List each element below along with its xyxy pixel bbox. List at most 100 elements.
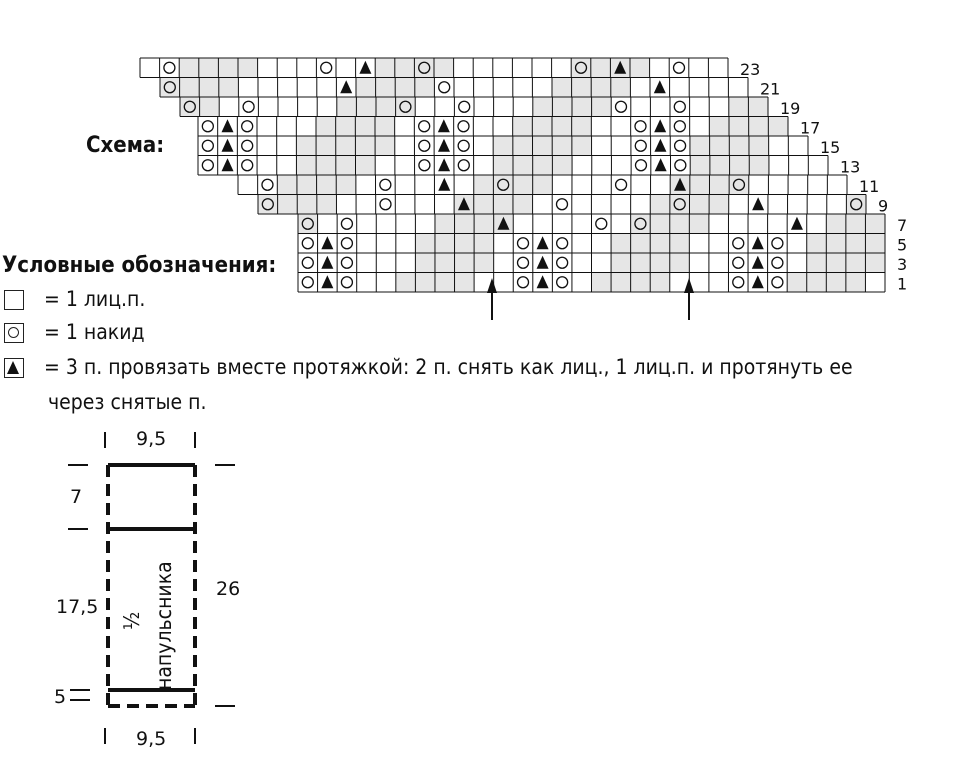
decrease-symbol: [654, 158, 667, 172]
shade-cell: [474, 253, 494, 273]
shade-cell: [729, 155, 750, 175]
decrease-symbol: [653, 80, 666, 94]
shade-cell: [748, 136, 769, 156]
decrease-symbol: [321, 236, 334, 250]
shade-cell: [296, 155, 317, 175]
decrease-symbol: [751, 275, 764, 289]
row-number-label: 9: [878, 197, 888, 216]
yarnover-symbol: [301, 217, 314, 230]
shade-cell: [845, 233, 866, 253]
shade-cell: [572, 97, 592, 117]
decrease-symbol: [438, 177, 451, 191]
yarnover-symbol: [379, 198, 392, 211]
yarnover-symbol: [555, 198, 569, 211]
shade-cell: [571, 77, 592, 97]
shade-cell: [336, 97, 357, 117]
row-number-label: 7: [897, 216, 907, 235]
shade-cell: [806, 253, 827, 273]
shade-cell: [865, 233, 885, 253]
shade-cell: [552, 155, 573, 175]
yarnover-symbol: [516, 276, 530, 289]
empty-square-icon: [4, 290, 24, 310]
shade-cell: [768, 116, 788, 136]
shade-cell: [473, 194, 494, 214]
yarnover-symbol: [438, 81, 451, 94]
yarnover-symbol: [201, 139, 214, 152]
yarnover-symbol: [320, 61, 333, 74]
shade-cell: [512, 194, 533, 214]
yarnover-symbol: [556, 276, 569, 289]
yarnover-symbol: [516, 256, 530, 269]
shade-cell: [611, 253, 631, 273]
shade-cell: [709, 175, 730, 195]
shade-cell: [434, 253, 455, 273]
schematic-drawing: [68, 432, 235, 744]
shade-cell: [296, 136, 317, 156]
yarnover-symbol: [771, 237, 784, 250]
shade-cell: [336, 175, 356, 195]
row-number-label: 19: [780, 99, 800, 118]
shade-cell: [552, 116, 572, 136]
shade-cell: [571, 58, 591, 78]
yarnover-symbol: [418, 61, 431, 74]
shade-cell: [650, 194, 670, 214]
yarnover-symbol: [418, 139, 431, 152]
shade-cell: [689, 194, 710, 214]
shade-cell: [454, 272, 475, 292]
yarnover-symbol: [634, 217, 647, 230]
chart-title: Схема:: [86, 133, 165, 158]
shade-cell: [865, 214, 885, 234]
shade-cell: [199, 77, 219, 97]
decrease-symbol: [654, 119, 667, 133]
row-number-label: 21: [760, 80, 780, 99]
shade-cell: [375, 136, 395, 156]
yarnover-symbol: [457, 139, 470, 152]
shade-cell: [395, 97, 416, 117]
shade-cell: [179, 77, 200, 97]
shade-cell: [610, 77, 631, 97]
shade-cell: [650, 272, 670, 292]
decrease-symbol: [790, 216, 803, 230]
circle-icon: [4, 323, 24, 343]
yarnover-symbol: [516, 237, 530, 250]
yarnover-symbol: [732, 276, 745, 289]
decrease-symbol: [751, 236, 764, 250]
yarnover-symbol: [634, 139, 647, 152]
shade-cell: [277, 194, 298, 214]
shade-cell: [689, 175, 710, 195]
triangle-icon: [4, 358, 24, 378]
dim-top-width: 9,5: [136, 428, 167, 450]
shade-cell: [749, 155, 769, 175]
shade-cell: [375, 58, 395, 78]
yarnover-symbol: [340, 237, 354, 250]
shade-cell: [729, 116, 749, 136]
yarnover-symbol: [241, 139, 254, 152]
decrease-symbol: [614, 60, 627, 74]
shade-cell: [493, 194, 513, 214]
yarnover-symbol: [418, 120, 431, 133]
shade-cell: [434, 272, 455, 292]
yarnover-symbol: [201, 120, 214, 133]
shade-cell: [395, 77, 415, 97]
shade-cell: [355, 116, 375, 136]
shade-cell: [375, 116, 395, 136]
shade-cell: [690, 155, 710, 175]
shade-cell: [845, 253, 866, 273]
yarnover-symbol: [457, 120, 470, 133]
shade-cell: [513, 175, 533, 195]
legend-item-decrease-cont: через снятые п.: [48, 390, 206, 414]
shade-cell: [846, 194, 866, 214]
yarnover-symbol: [340, 276, 354, 289]
legend-item-knit: = 1 лиц.п.: [4, 287, 145, 311]
shade-cell: [826, 233, 846, 253]
shade-cell: [845, 214, 866, 234]
shade-cell: [316, 175, 337, 195]
row-number-label: 23: [740, 60, 760, 79]
shade-cell: [611, 272, 631, 292]
shade-cell: [552, 77, 572, 97]
yarnover-symbol: [183, 100, 196, 113]
dim-bottom-height: 5: [54, 686, 67, 708]
shade-cell: [709, 116, 729, 136]
legend-knit-text: = 1 лиц.п.: [44, 287, 146, 311]
dim-bottom-width: 9,5: [136, 728, 167, 750]
